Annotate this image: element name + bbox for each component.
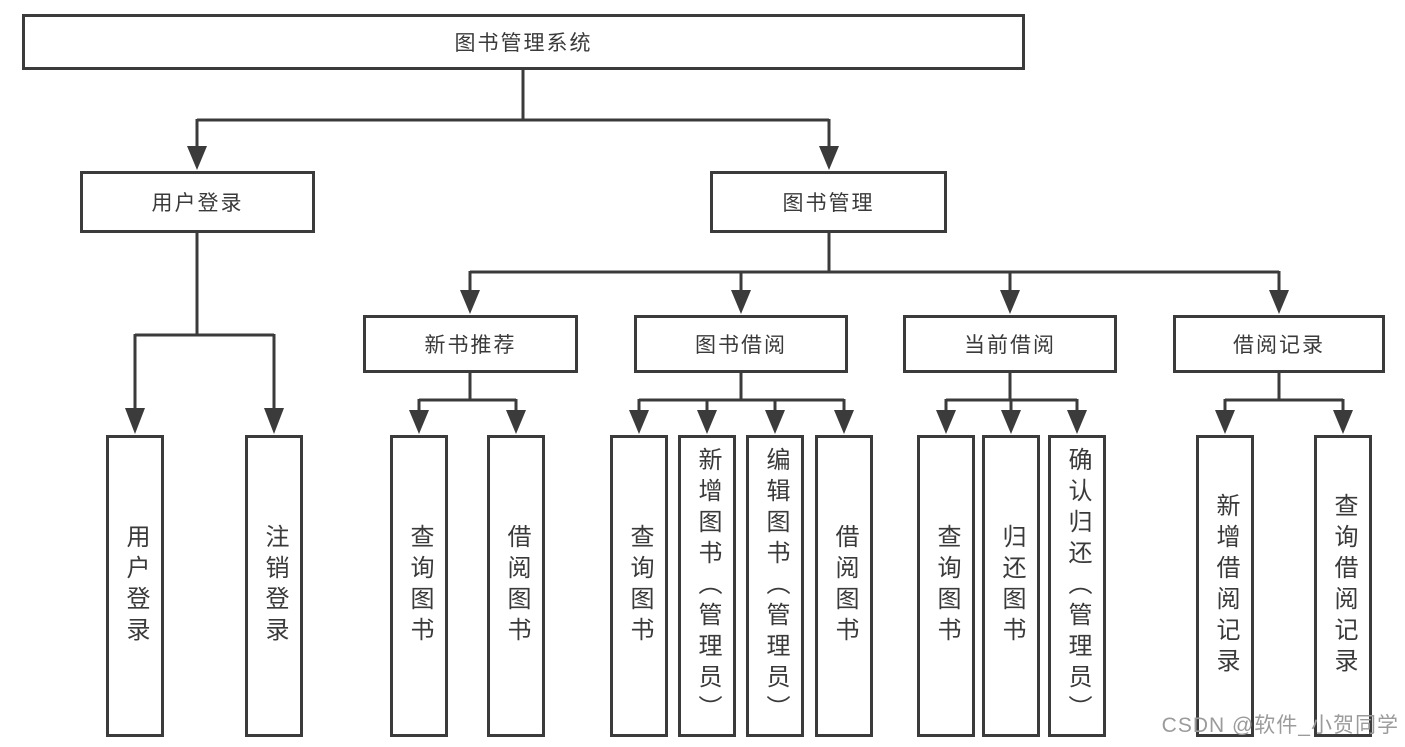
node-label: 借阅图书 xyxy=(503,524,530,648)
node-label: 借阅图书 xyxy=(831,524,858,648)
leaf-query-books-recommend: 查询图书 xyxy=(390,435,448,737)
node-label: 查询图书 xyxy=(933,524,960,648)
leaf-add-books-admin: 新增图书（管理员） xyxy=(678,435,736,737)
leaf-return-books: 归还图书 xyxy=(982,435,1040,737)
node-user-login: 用户登录 xyxy=(80,171,315,233)
node-label: 查询图书 xyxy=(406,524,433,648)
node-borrowing-records: 借阅记录 xyxy=(1173,315,1385,373)
node-label: 图书管理 xyxy=(782,192,875,215)
node-label: 注销登录 xyxy=(261,524,288,648)
leaf-query-books-borrowing: 查询图书 xyxy=(610,435,668,737)
node-label: 查询借阅记录 xyxy=(1330,493,1357,679)
leaf-borrow-books-borrowing: 借阅图书 xyxy=(815,435,873,737)
leaf-borrow-books-recommend: 借阅图书 xyxy=(487,435,545,737)
node-book-borrowing: 图书借阅 xyxy=(634,315,848,373)
leaf-confirm-return-admin: 确认归还（管理员） xyxy=(1048,435,1106,737)
node-book-management: 图书管理 xyxy=(710,171,947,233)
node-label: 查询图书 xyxy=(626,524,653,648)
leaf-query-borrow-record: 查询借阅记录 xyxy=(1314,435,1372,737)
node-label: 确认归还（管理员） xyxy=(1064,446,1091,726)
node-label: 图书借阅 xyxy=(695,334,787,357)
node-current-borrowing: 当前借阅 xyxy=(903,315,1117,373)
node-label: 归还图书 xyxy=(998,524,1025,648)
node-label: 新增借阅记录 xyxy=(1212,493,1239,679)
node-label: 借阅记录 xyxy=(1233,334,1325,357)
node-label: 编辑图书（管理员） xyxy=(762,446,789,726)
csdn-watermark: CSDN @软件_小贺同学 xyxy=(1161,714,1399,737)
leaf-edit-books-admin: 编辑图书（管理员） xyxy=(746,435,804,737)
leaf-query-books-current: 查询图书 xyxy=(917,435,975,737)
node-label: 当前借阅 xyxy=(964,334,1056,357)
node-root-library-management-system: 图书管理系统 xyxy=(22,14,1025,70)
node-label: 新增图书（管理员） xyxy=(694,446,721,726)
node-label: 新书推荐 xyxy=(424,334,517,357)
node-label: 图书管理系统 xyxy=(454,32,593,55)
leaf-user-login: 用户登录 xyxy=(106,435,164,737)
leaf-logout: 注销登录 xyxy=(245,435,303,737)
leaf-add-borrow-record: 新增借阅记录 xyxy=(1196,435,1254,737)
node-label: 用户登录 xyxy=(122,524,149,648)
node-new-book-recommendation: 新书推荐 xyxy=(363,315,578,373)
node-label: 用户登录 xyxy=(151,192,244,215)
